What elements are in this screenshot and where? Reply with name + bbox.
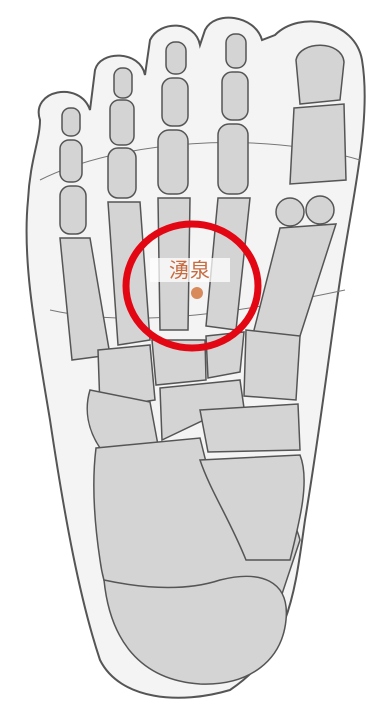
acupoint-marker (191, 287, 203, 299)
acupoint-label: 湧泉 (150, 258, 230, 282)
toe-3-bones (158, 42, 190, 330)
